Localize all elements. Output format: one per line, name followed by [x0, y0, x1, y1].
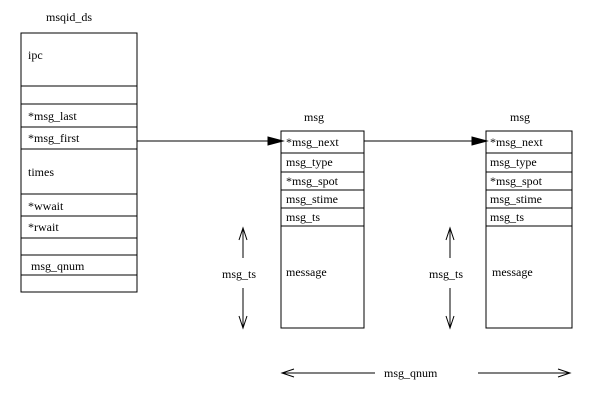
arrow-up-icon	[238, 226, 248, 241]
msg-box-1	[280, 130, 365, 329]
field-times: times	[28, 165, 54, 179]
field-msg-next: *msg_next	[286, 135, 339, 149]
msg-ts-indicator-1: msg_ts	[222, 226, 256, 330]
field-msg-stime: msg_stime	[490, 192, 542, 206]
arrow-right-icon	[267, 136, 285, 146]
msqid-ds-title: msqid_ds	[46, 10, 92, 24]
field-msg-stime: msg_stime	[286, 192, 338, 206]
msg-ts-size-label: msg_ts	[429, 267, 463, 281]
field-message: message	[286, 265, 327, 279]
field-message: message	[492, 265, 533, 279]
msg-struct-2: msg *msg_next msg_type *msg_spot msg_sti…	[485, 110, 573, 329]
field-msg-last: *msg_last	[28, 109, 77, 123]
msg-qnum-indicator: msg_qnum	[280, 366, 572, 380]
field-wwait: *wwait	[28, 199, 64, 213]
msg-ts-indicator-2: msg_ts	[429, 226, 463, 330]
arrow-right-icon	[471, 136, 489, 146]
field-msg-qnum: msg_qnum	[31, 259, 85, 273]
arrow-up-icon	[445, 226, 455, 241]
field-msg-type: msg_type	[286, 155, 333, 169]
msg-title-2: msg	[510, 110, 530, 124]
msg-box-2	[485, 130, 573, 329]
field-msg-type: msg_type	[490, 155, 537, 169]
field-msg-spot: *msg_spot	[490, 174, 543, 188]
msqid-ds-struct: msqid_ds ipc *msg_last *msg_first times …	[20, 10, 138, 293]
arrow-left-icon	[280, 368, 295, 378]
field-msg-ts: msg_ts	[286, 210, 320, 224]
field-msg-next: *msg_next	[490, 135, 543, 149]
pointer-msg-next	[364, 136, 489, 146]
arrow-right-icon	[557, 368, 572, 378]
msg-ts-size-label: msg_ts	[222, 267, 256, 281]
arrow-down-icon	[238, 315, 248, 330]
msg-qnum-span-label: msg_qnum	[384, 366, 438, 380]
field-msg-first: *msg_first	[28, 131, 80, 145]
field-msg-spot: *msg_spot	[286, 174, 339, 188]
field-rwait: *rwait	[28, 220, 59, 234]
msg-title-1: msg	[304, 110, 324, 124]
arrow-down-icon	[445, 315, 455, 330]
msqid-ds-box	[20, 32, 138, 293]
pointer-msg-first	[137, 136, 285, 146]
field-msg-ts: msg_ts	[490, 210, 524, 224]
field-ipc: ipc	[28, 48, 43, 62]
msg-struct-1: msg *msg_next msg_type *msg_spot msg_sti…	[280, 110, 365, 329]
